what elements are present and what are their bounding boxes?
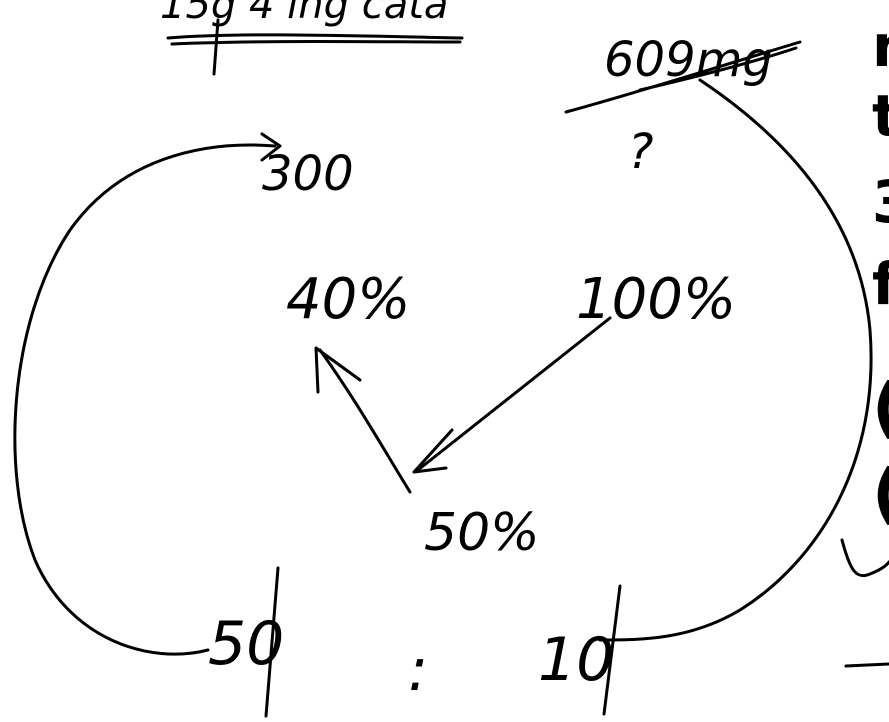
arrow-50-to-40-head [314,346,362,394]
amount-underline [564,40,802,114]
total-value: 300 [262,146,354,202]
ratio-right-stroke [602,584,622,716]
pct-40-label: 40% [286,267,410,332]
left-loop-arrowhead [260,132,282,162]
pct-50-label: 50% [424,503,540,563]
top-left-header: 15g 4 ing cata [160,0,448,28]
edge-text-4: f [872,250,889,318]
left-loop-curve [13,143,277,656]
edge-text-5: ( [872,369,889,446]
bottom-right-scribble [840,538,889,577]
bottom-right-rule [844,662,889,668]
arrow-100-to-50-head [412,428,454,474]
edge-text-1: n [872,12,889,80]
header-underline [166,33,464,46]
ratio-separator: : [408,635,428,705]
question-mark: ? [628,124,653,180]
edge-text-6: ( [872,455,889,532]
edge-text-3: 3 [872,168,889,236]
edge-text-2: t [872,82,889,150]
arrow-100-to-50 [416,316,612,472]
header-stem [212,18,220,76]
arrow-50-to-40 [318,348,412,494]
ratio-right-label: 10 [538,625,614,695]
ratio-left-stroke [264,566,280,718]
right-loop-curve [598,78,873,642]
pct-100-label: 100% [576,267,736,332]
